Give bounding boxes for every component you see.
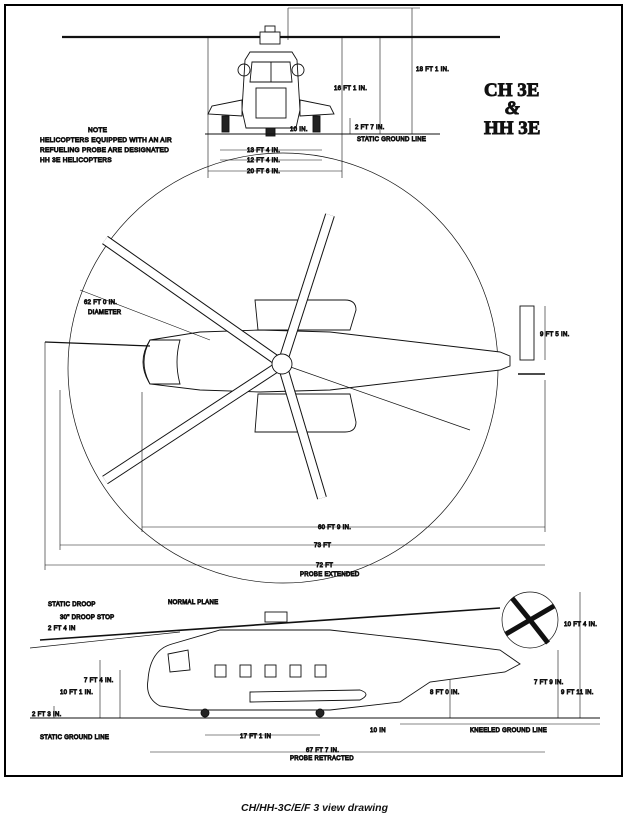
side-length-label: 67 FT 7 IN. xyxy=(306,748,339,754)
side-wheel-height-label: 2 FT 3 IN. xyxy=(32,712,62,718)
refuel-probe xyxy=(44,341,151,347)
side-sponson xyxy=(249,689,367,703)
droop-stop-label: 30" DROOP STOP xyxy=(60,615,114,621)
top-fuselage xyxy=(142,329,511,393)
top-sponson-left xyxy=(254,299,357,331)
front-ground-line-label: STATIC GROUND LINE xyxy=(357,137,426,143)
front-windshield xyxy=(249,61,293,83)
tail-blade-2 xyxy=(528,603,556,623)
diameter-leader xyxy=(79,289,211,341)
front-wheel-left xyxy=(221,115,230,133)
top-tail-fin xyxy=(519,305,535,361)
tail-blade-1 xyxy=(510,596,532,622)
tail-height-label: 7 FT 9 IN. xyxy=(534,680,564,686)
note-line-2: REFUELING PROBE ARE DESIGNATED xyxy=(40,147,169,154)
front-tread2-label: 12 FT 4 IN. xyxy=(247,158,280,164)
title-hh3e: HH 3E xyxy=(484,118,540,139)
wheelbase-label: 17 FT 1 IN xyxy=(240,734,271,740)
probe-retracted-label: PROBE RETRACTED xyxy=(290,756,354,762)
tail-rotor-dia-label: 10 FT 4 IN. xyxy=(564,622,597,628)
front-wheel-right xyxy=(312,115,321,133)
note-line-3: HH 3E HELICOPTERS xyxy=(40,157,112,164)
front-intake-right xyxy=(291,63,305,77)
side-rotor-head xyxy=(264,611,288,623)
blade-5 xyxy=(281,363,471,431)
front-nose-wheel xyxy=(265,127,276,137)
sponson-height-label: 8 FT 0 IN. xyxy=(430,690,460,696)
probe-length-label: 72 FT xyxy=(316,563,333,569)
tail-blade-3 xyxy=(528,618,550,645)
blade-3 xyxy=(102,360,285,484)
cabin-height-label: 7 FT 4 IN. xyxy=(84,678,114,684)
side-window-3 xyxy=(264,664,277,678)
rotor-diameter-label: 62 FT 0 IN. xyxy=(84,300,117,306)
blade-4 xyxy=(278,362,326,500)
side-view xyxy=(29,591,600,753)
front-rotor-mast xyxy=(264,25,276,33)
clearance-label: 10 IN xyxy=(370,728,386,734)
side-tail-rotor-disc xyxy=(501,591,559,649)
side-window-4 xyxy=(289,664,302,678)
side-window-1 xyxy=(214,664,227,678)
probe-extended-label: PROBE EXTENDED xyxy=(300,572,360,578)
front-tread1-label: 13 FT 4 IN. xyxy=(247,148,280,154)
side-window-5 xyxy=(314,664,327,678)
side-window-2 xyxy=(239,664,252,678)
side-fuselage xyxy=(147,629,521,711)
note-heading: NOTE xyxy=(88,127,108,134)
top-rotor-hub xyxy=(271,353,293,375)
length1-label: 60 FT 9 IN. xyxy=(318,525,351,531)
side-rotor-normal-plane xyxy=(39,607,501,641)
front-intake-left xyxy=(237,63,251,77)
front-width-label: 20 FT 6 IN. xyxy=(247,169,280,175)
kneeled-ground-label: KNEELED GROUND LINE xyxy=(470,728,547,734)
length2-label: 73 FT xyxy=(314,543,331,549)
diameter-label: DIAMETER xyxy=(88,310,122,316)
side-main-wheel xyxy=(315,708,325,718)
blade-2 xyxy=(102,236,285,368)
top-cockpit xyxy=(143,339,181,385)
tail-rotor-label: 9 FT 5 IN. xyxy=(540,332,570,338)
front-view xyxy=(62,7,500,178)
top-view xyxy=(44,152,546,584)
fuselage-height-label: 10 FT 1 IN. xyxy=(60,690,93,696)
figure-caption: CH/HH-3C/E/F 3 view drawing xyxy=(240,802,389,814)
droop-height-label: 2 FT 4 IN xyxy=(48,626,76,632)
front-sponson-left xyxy=(207,99,243,117)
side-ground-line-label: STATIC GROUND LINE xyxy=(40,735,109,741)
overall-height-label: 9 FT 11 IN. xyxy=(561,690,594,696)
front-nose xyxy=(255,87,287,119)
front-rotor-hub xyxy=(259,31,281,45)
blade-1 xyxy=(278,213,334,366)
tail-blade-4 xyxy=(504,617,532,637)
front-wheel-height-label: 2 FT 7 IN. xyxy=(355,125,385,131)
side-nose-wheel xyxy=(200,708,210,718)
front-height-label: 18 FT 1 IN. xyxy=(416,67,449,73)
front-sponson-right xyxy=(299,99,335,117)
side-cockpit-window xyxy=(167,649,191,673)
static-droop-label: STATIC DROOP xyxy=(48,602,96,608)
front-hub-height-label: 16 FT 1 IN. xyxy=(334,86,367,92)
normal-plane-label: NORMAL PLANE xyxy=(168,600,218,606)
title-ch3e: CH 3E xyxy=(484,80,539,101)
title-ampersand: & xyxy=(505,98,520,119)
top-sponson-right xyxy=(254,393,357,433)
side-rotor-droop-line xyxy=(29,631,181,649)
front-clearance-label: 10 IN. xyxy=(290,127,308,133)
note-line-1: HELICOPTERS EQUIPPED WITH AN AIR xyxy=(40,137,172,144)
